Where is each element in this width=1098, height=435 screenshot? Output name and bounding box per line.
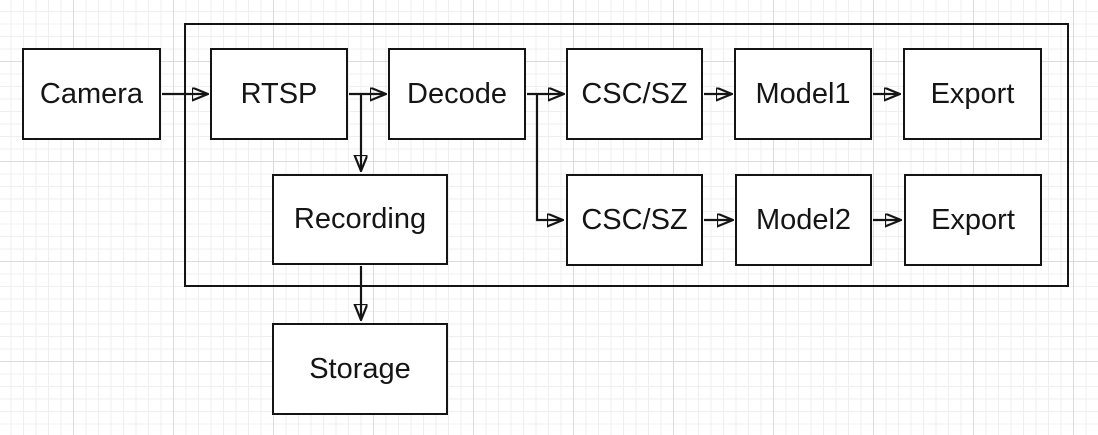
node-model2-label: Model2 [755,203,852,236]
node-export-top[interactable]: Export [903,48,1042,140]
node-storage-label: Storage [309,352,411,385]
node-decode-label: Decode [407,77,507,110]
node-rtsp[interactable]: RTSP [210,48,348,140]
node-decode[interactable]: Decode [388,48,526,140]
node-camera-label: Camera [39,77,144,110]
node-csc-sz-bottom[interactable]: CSC/SZ [566,174,703,266]
node-recording-label: Recording [293,203,427,235]
node-model1[interactable]: Model1 [734,48,872,140]
pipeline-group-frame[interactable] [184,23,1069,287]
node-model2[interactable]: Model2 [735,174,872,266]
node-rtsp-label: RTSP [240,77,318,110]
connector-decode-cscsz-bottom [535,94,562,220]
node-csc-sz-top-label: CSC/SZ [581,77,688,110]
node-storage[interactable]: Storage [272,323,448,415]
node-csc-sz-top[interactable]: CSC/SZ [566,48,703,140]
node-export-bottom[interactable]: Export [904,174,1042,266]
node-camera[interactable]: Camera [22,48,161,140]
node-model1-label: Model1 [755,77,851,110]
node-recording[interactable]: Recording [272,174,448,265]
node-export-top-label: Export [930,77,1015,110]
node-csc-sz-bottom-label: CSC/SZ [581,203,688,236]
node-export-bottom-label: Export [931,203,1015,236]
